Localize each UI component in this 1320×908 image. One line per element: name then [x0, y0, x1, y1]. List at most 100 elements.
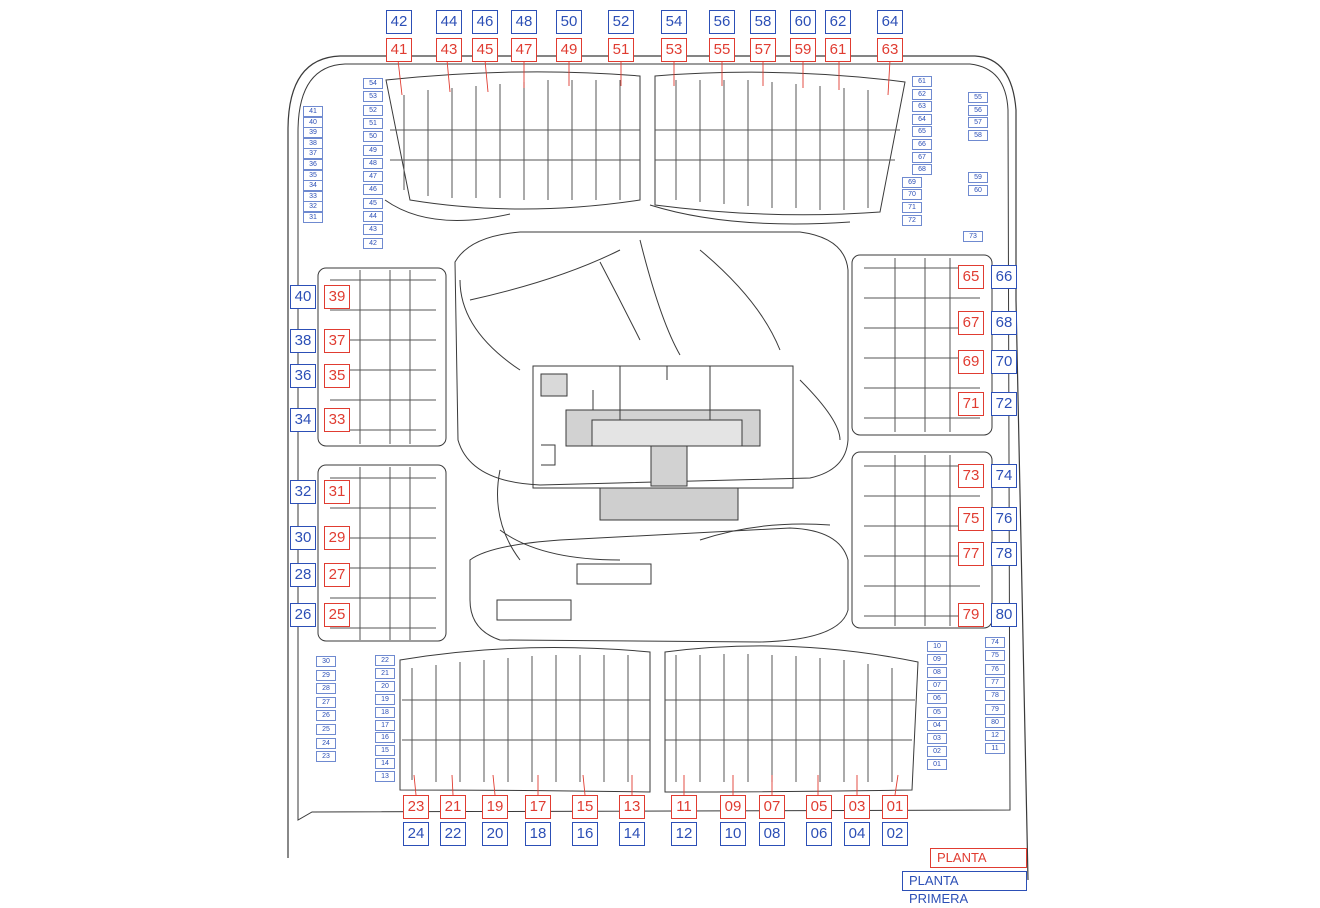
unit-label-top-first-64: 64: [877, 10, 903, 34]
unit-label-right-ground-69: 69: [958, 350, 984, 374]
parking-space-sw-outer-25: 25: [316, 724, 336, 735]
unit-label-right-ground-79: 79: [958, 603, 984, 627]
parking-space-se-inner-02: 02: [927, 745, 947, 757]
parking-space-ne-inner-69: 69: [902, 176, 922, 188]
unit-label-bottom-ground-11: 11: [671, 795, 697, 819]
unit-label-top-ground-55: 55: [709, 38, 735, 62]
parking-space-se-inner-07: 07: [927, 680, 947, 692]
parking-space-nw-outer-32: 32: [303, 201, 323, 213]
site-boundary: [287, 55, 1029, 881]
unit-label-bottom-first-06: 06: [806, 822, 832, 846]
parking-space-se-outer-80: 80: [985, 716, 1005, 728]
unit-label-top-first-56: 56: [709, 10, 735, 34]
south-block-2: [664, 645, 919, 793]
parking-space-sw-outer-30: 30: [316, 656, 336, 667]
north-block: [385, 71, 641, 210]
unit-label-left-ground-37: 37: [324, 329, 350, 353]
parking-space-nw-inner-47: 47: [363, 171, 383, 183]
unit-label-bottom-ground-09: 09: [720, 795, 746, 819]
parking-space-sw-outer-27: 27: [316, 696, 336, 708]
parking-space-nw-inner-42: 42: [363, 237, 383, 249]
unit-label-bottom-ground-13: 13: [619, 795, 645, 819]
parking-space-sw-inner-13: 13: [375, 771, 395, 783]
unit-label-left-first-36: 36: [290, 364, 316, 388]
legend-planta-baja: PLANTA BAJA: [930, 848, 1027, 883]
parking-space-nw-inner-54: 54: [363, 78, 383, 89]
parking-space-nw-outer-41: 41: [303, 106, 323, 117]
parking-space-nw-outer-40: 40: [303, 116, 323, 128]
parking-space-se-inner-06: 06: [927, 693, 947, 705]
parking-space-se-outer-76: 76: [985, 663, 1005, 675]
parking-space-ne-inner-71: 71: [902, 202, 922, 213]
unit-label-bottom-ground-01: 01: [882, 795, 908, 819]
planter-2: [496, 599, 572, 621]
unit-label-left-ground-27: 27: [324, 563, 350, 587]
unit-label-left-ground-39: 39: [324, 285, 350, 309]
parking-space-sw-inner-20: 20: [375, 680, 395, 692]
unit-label-right-ground-73: 73: [958, 464, 984, 488]
unit-label-right-first-74: 74: [991, 464, 1017, 488]
central-green-south: [469, 527, 849, 643]
unit-label-top-ground-45: 45: [472, 38, 498, 62]
unit-label-left-ground-29: 29: [324, 526, 350, 550]
unit-label-top-ground-61: 61: [825, 38, 851, 62]
parking-space-se-inner-10: 10: [927, 641, 947, 652]
parking-space-ne-inner-61: 61: [912, 76, 932, 87]
unit-label-bottom-ground-15: 15: [572, 795, 598, 819]
parking-space-se-inner-01: 01: [927, 758, 947, 770]
parking-space-sw-inner-18: 18: [375, 706, 395, 718]
unit-label-top-ground-41: 41: [386, 38, 412, 62]
unit-label-top-first-58: 58: [750, 10, 776, 34]
east-block-2: [851, 451, 993, 629]
unit-label-left-first-28: 28: [290, 563, 316, 587]
clubhouse-block: [540, 373, 568, 397]
parking-space-se-outer-77: 77: [985, 676, 1005, 688]
unit-label-bottom-first-10: 10: [720, 822, 746, 846]
unit-label-left-ground-33: 33: [324, 408, 350, 432]
unit-label-top-first-42: 42: [386, 10, 412, 34]
parking-space-nw-inner-48: 48: [363, 157, 383, 169]
north-garden: [384, 199, 851, 225]
parking-space-nw-outer-35: 35: [303, 169, 323, 181]
unit-label-bottom-first-22: 22: [440, 822, 466, 846]
unit-label-bottom-ground-21: 21: [440, 795, 466, 819]
parking-space-nw-inner-53: 53: [363, 91, 383, 103]
parking-space-sw-outer-26: 26: [316, 710, 336, 722]
unit-label-bottom-ground-19: 19: [482, 795, 508, 819]
unit-label-top-first-46: 46: [472, 10, 498, 34]
parking-space-nw-inner-52: 52: [363, 104, 383, 116]
parking-space-se-inner-03: 03: [927, 732, 947, 744]
parking-space-nw-outer-31: 31: [303, 212, 323, 223]
parking-space-ne-outer-58: 58: [968, 129, 988, 141]
parking-space-se-outer-11: 11: [985, 743, 1005, 755]
unit-label-top-first-60: 60: [790, 10, 816, 34]
footpath-1: [459, 239, 681, 371]
unit-label-bottom-ground-07: 07: [759, 795, 785, 819]
legend-planta-primera: PLANTA PRIMERA: [902, 871, 1027, 906]
pool-stem: [650, 445, 688, 487]
parking-space-sw-outer-24: 24: [316, 737, 336, 749]
parking-space-nw-outer-37: 37: [303, 148, 323, 160]
unit-label-bottom-first-04: 04: [844, 822, 870, 846]
unit-label-top-first-48: 48: [511, 10, 537, 34]
unit-label-bottom-first-24: 24: [403, 822, 429, 846]
parking-space-nw-inner-49: 49: [363, 144, 383, 156]
unit-label-right-first-70: 70: [991, 350, 1017, 374]
parking-space-ne-inner-62: 62: [912, 88, 932, 100]
parking-space-sw-outer-29: 29: [316, 669, 336, 681]
parking-space-ne-inner-63: 63: [912, 101, 932, 113]
unit-label-left-ground-31: 31: [324, 480, 350, 504]
parking-space-ne-inner-70: 70: [902, 189, 922, 201]
south-houses: [402, 654, 915, 782]
site-fence: [297, 63, 1011, 821]
parking-space-sw-inner-21: 21: [375, 667, 395, 679]
north-houses: [390, 80, 900, 210]
parking-space-nw-inner-44: 44: [363, 211, 383, 222]
unit-label-top-ground-53: 53: [661, 38, 687, 62]
unit-label-top-ground-57: 57: [750, 38, 776, 62]
unit-label-left-ground-35: 35: [324, 364, 350, 388]
unit-label-top-ground-63: 63: [877, 38, 903, 62]
parking-space-ne-outer-59: 59: [968, 172, 988, 183]
parking-space-nw-outer-36: 36: [303, 159, 323, 170]
parking-space-nw-inner-43: 43: [363, 224, 383, 236]
